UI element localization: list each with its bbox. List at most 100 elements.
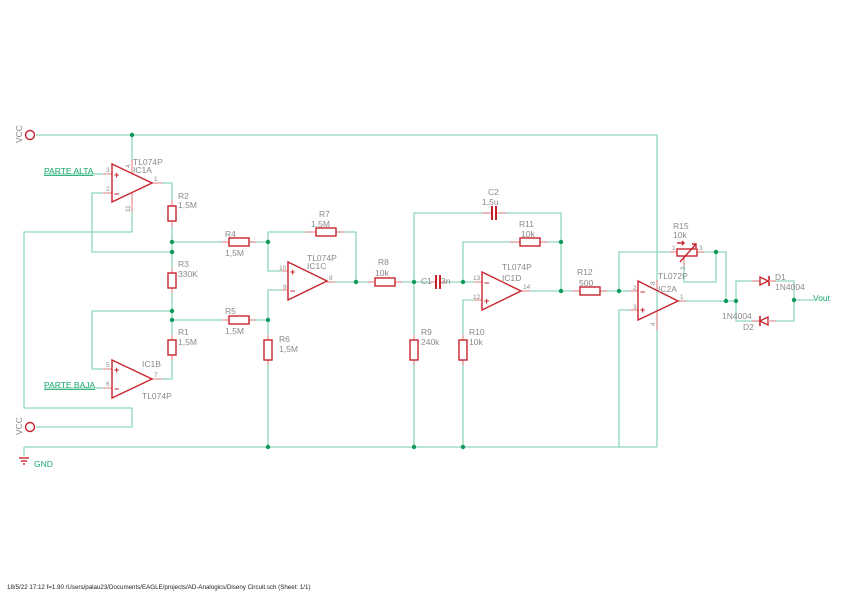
part-name: R3 bbox=[178, 259, 189, 269]
resistor-r1[interactable]: R1 1,5M bbox=[167, 327, 197, 360]
svg-text:−: − bbox=[114, 384, 119, 394]
sheet-footer: 18/5/22 17:12 f=1.90 /Users/palau23/Docu… bbox=[7, 584, 311, 591]
pin-number: 1 bbox=[680, 294, 684, 301]
part-value: 3n bbox=[441, 276, 451, 286]
resistor-r8[interactable]: R8 10k bbox=[368, 257, 402, 287]
pin-number: 14 bbox=[523, 284, 531, 291]
wires bbox=[23, 134, 814, 456]
junction bbox=[713, 249, 719, 255]
opamp-triangle-icon bbox=[481, 270, 523, 312]
opamp-ic2a[interactable]: − + 2 3 1 8 4 TL072P IC2A bbox=[630, 271, 688, 330]
part-value: 10k bbox=[673, 230, 687, 240]
pin-number: 13 bbox=[473, 275, 481, 282]
pin-number: 11 bbox=[125, 205, 132, 212]
pin-number: 1 bbox=[154, 176, 158, 183]
resistor-r4[interactable]: R4 1,5M bbox=[222, 229, 256, 258]
resistor-icon bbox=[409, 339, 419, 361]
part-value: 1N4004 bbox=[722, 311, 752, 321]
net-label-parte-alta[interactable]: PARTE ALTA bbox=[44, 166, 94, 176]
adjust-arrow-head bbox=[692, 243, 697, 248]
pin-number: 9 bbox=[283, 284, 287, 291]
wire bbox=[162, 182, 173, 200]
svg-text:−: − bbox=[114, 189, 119, 199]
junction bbox=[558, 288, 564, 294]
part-name: IC1B bbox=[142, 359, 161, 369]
wire bbox=[500, 212, 562, 290]
pin-number: 4 bbox=[650, 322, 657, 326]
junction bbox=[616, 288, 622, 294]
junction bbox=[460, 444, 466, 450]
junction bbox=[558, 239, 564, 245]
resistor-r3[interactable]: R3 330K bbox=[167, 259, 198, 293]
part-value: 1,5u bbox=[482, 197, 499, 207]
potentiometer-r15[interactable]: 1 3 2 R15 10k bbox=[670, 221, 704, 270]
pin-number: 2 bbox=[680, 266, 687, 270]
diode-d2[interactable]: 1N4004 D2 bbox=[722, 311, 776, 332]
opamp-ic1a[interactable]: + − 3 2 1 4 11 TL074P IC1A bbox=[103, 157, 163, 212]
wire-vneg-loop bbox=[23, 212, 133, 428]
wire bbox=[683, 251, 717, 283]
svg-text:+: + bbox=[290, 267, 295, 277]
net-label-vout[interactable]: Vout bbox=[813, 293, 831, 303]
opamp-ic1d[interactable]: − + 13 12 14 TL074P IC1D bbox=[473, 262, 532, 312]
part-value: 10k bbox=[469, 337, 483, 347]
part-value: 10k bbox=[521, 229, 535, 239]
resistor-r6[interactable]: R6 1,5M bbox=[263, 334, 298, 365]
svg-text:+: + bbox=[114, 170, 119, 180]
wire bbox=[338, 231, 357, 282]
capacitor-c1[interactable]: C1 3n bbox=[421, 275, 451, 289]
resistor-icon bbox=[228, 315, 250, 325]
resistor-icon bbox=[458, 339, 468, 361]
part-value: TL074P bbox=[307, 253, 337, 263]
resistor-r9[interactable]: R9 240k bbox=[409, 327, 440, 365]
wire bbox=[267, 289, 282, 340]
part-value: 1,5M bbox=[311, 219, 330, 229]
resistor-r5[interactable]: R5 1,5M bbox=[222, 306, 256, 336]
resistor-r2[interactable]: R2 1,5M bbox=[167, 191, 197, 227]
vcc-bottom-symbol[interactable]: VCC bbox=[14, 417, 36, 435]
part-name: R2 bbox=[178, 191, 189, 201]
pin-number: 6 bbox=[106, 381, 110, 388]
pin-number: 4 bbox=[125, 164, 132, 168]
vcc-terminal-icon bbox=[24, 421, 36, 433]
part-value: 240k bbox=[421, 337, 440, 347]
opamp-triangle-icon bbox=[111, 162, 154, 204]
opamp-ic1c[interactable]: + − 10 9 8 TL074P IC1C bbox=[279, 253, 337, 302]
resistor-r10[interactable]: R10 10k bbox=[458, 327, 485, 365]
diode-d1[interactable]: D1 1N4004 bbox=[752, 272, 805, 292]
wire bbox=[618, 251, 672, 291]
svg-text:+: + bbox=[114, 365, 119, 375]
diode-icon bbox=[759, 275, 770, 287]
part-name: C2 bbox=[488, 187, 499, 197]
opamp-ic1b[interactable]: + − 5 6 7 IC1B TL074P bbox=[103, 358, 172, 401]
net-label-parte-baja[interactable]: PARTE BAJA bbox=[44, 380, 96, 390]
svg-text:−: − bbox=[290, 286, 295, 296]
resistor-r7[interactable]: R7 1,5M bbox=[305, 209, 345, 237]
gnd-symbol[interactable]: GND bbox=[19, 457, 53, 469]
resistor-r12[interactable]: R12 500 bbox=[572, 267, 607, 296]
vcc-label: VCC bbox=[14, 125, 24, 143]
resistor-icon bbox=[263, 339, 273, 361]
junction bbox=[265, 239, 271, 245]
svg-text:+: + bbox=[640, 305, 645, 315]
part-name: R10 bbox=[469, 327, 485, 337]
resistor-icon bbox=[228, 237, 250, 247]
resistor-icon bbox=[374, 277, 396, 287]
part-value: TL074P bbox=[133, 157, 163, 167]
part-name: IC1C bbox=[307, 261, 326, 271]
part-name: R4 bbox=[225, 229, 236, 239]
pin-number: 3 bbox=[699, 245, 703, 252]
part-name: C1 bbox=[421, 276, 432, 286]
junction bbox=[411, 444, 417, 450]
wire bbox=[716, 251, 727, 301]
junction bbox=[129, 132, 135, 138]
junction bbox=[265, 317, 271, 323]
pin-number: 2 bbox=[106, 186, 110, 193]
capacitor-c2[interactable]: C2 1,5u bbox=[482, 187, 506, 220]
resistor-r11[interactable]: R11 10k bbox=[510, 219, 548, 247]
part-value: 1,5M bbox=[279, 344, 298, 354]
vcc-top-symbol[interactable]: VCC bbox=[14, 125, 36, 143]
wire bbox=[462, 241, 515, 282]
opamp-triangle-icon bbox=[637, 279, 680, 322]
